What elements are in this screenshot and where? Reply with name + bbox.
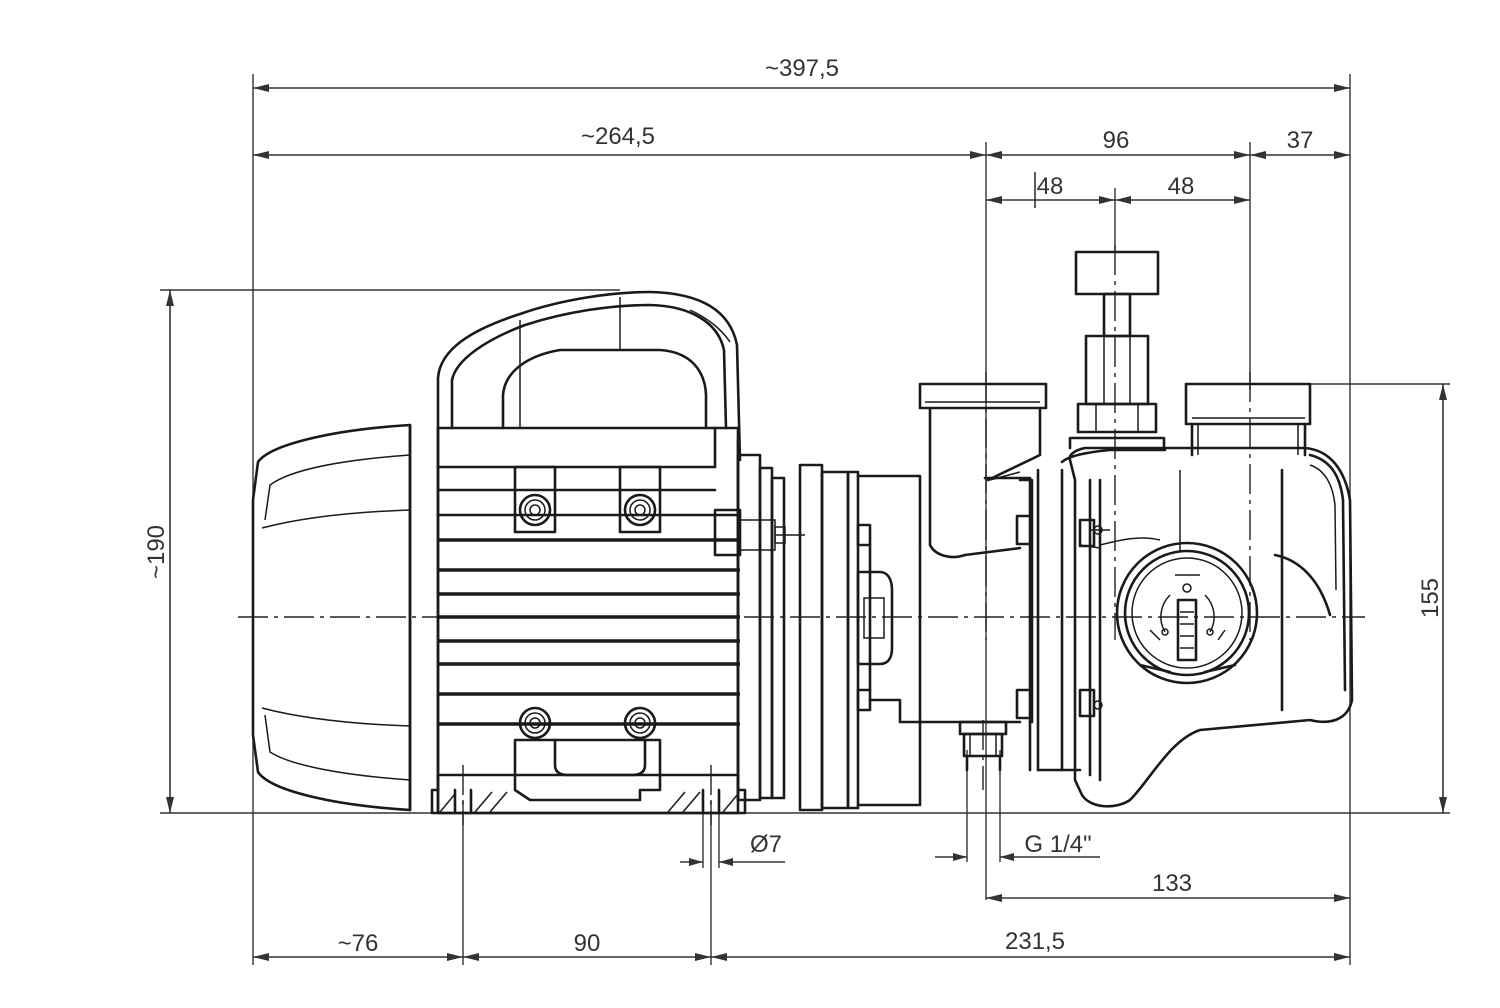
dim-end-to-foot: ~76 xyxy=(338,930,379,957)
pump-housing xyxy=(918,250,1354,808)
dim-foot-to-end: 231,5 xyxy=(1005,928,1065,955)
motor-body xyxy=(436,426,805,815)
drain-plug xyxy=(958,720,1008,772)
dim-foot-spacing: 90 xyxy=(574,930,601,957)
dim-pump-width: 96 xyxy=(1103,127,1130,154)
dim-motor-length: ~264,5 xyxy=(581,123,655,150)
dim-overall-height: ~190 xyxy=(143,525,170,579)
dimension-labels: ~397,5 ~264,5 96 37 48 48 ~190 155 Ø7 G … xyxy=(143,55,1444,957)
dim-half-right: 48 xyxy=(1168,173,1195,200)
bracket xyxy=(798,463,1022,812)
dim-hole-diameter: Ø7 xyxy=(750,831,782,858)
motor xyxy=(251,290,805,815)
carry-handle xyxy=(436,290,742,462)
motor-feet xyxy=(430,738,747,815)
dim-outlet-offset: 37 xyxy=(1287,127,1314,154)
priming-valve xyxy=(1068,250,1166,450)
dim-inlet-height: 155 xyxy=(1417,578,1444,618)
outlet-port xyxy=(1184,382,1312,457)
dim-half-left: 48 xyxy=(1037,173,1064,200)
dim-drain-thread: G 1/4" xyxy=(1024,831,1091,858)
dimension-lines xyxy=(166,84,1447,961)
dim-drain-to-end: 133 xyxy=(1152,870,1192,897)
dim-overall-length: ~397,5 xyxy=(765,55,839,82)
extension-lines xyxy=(160,74,1450,965)
label-dial xyxy=(1115,541,1259,685)
inlet-port xyxy=(918,382,1048,559)
